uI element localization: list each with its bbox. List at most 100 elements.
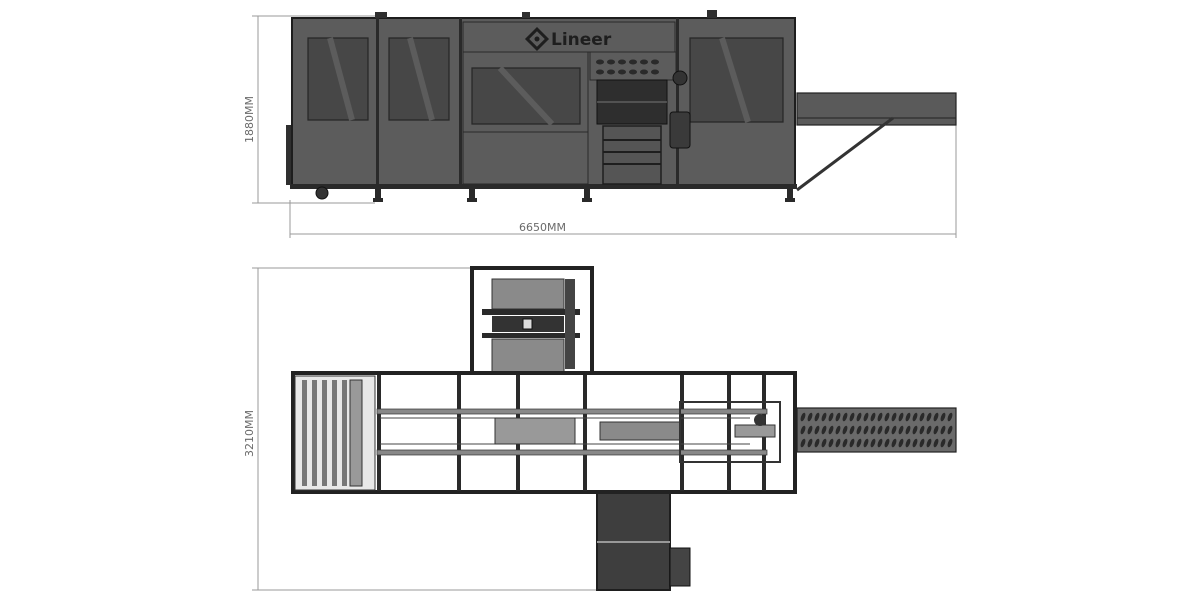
perforation-hole (849, 438, 855, 448)
frame-crossbar (583, 375, 587, 491)
frame-crossbar (457, 375, 461, 491)
roller-slot (640, 59, 648, 65)
perforation-hole (884, 438, 890, 448)
perforation-hole (870, 412, 876, 422)
perforation-hole (856, 425, 862, 435)
perforation-hole (919, 412, 925, 422)
foot-pad (582, 198, 592, 202)
perforation-hole (814, 425, 820, 435)
perforation-hole (947, 425, 953, 435)
perforation-hole (842, 438, 848, 448)
brand-logo-text: Lineer (551, 30, 612, 50)
perforation-hole (870, 425, 876, 435)
frame-crossbar (377, 375, 381, 491)
perforation-hole (912, 438, 918, 448)
perforation-hole (940, 412, 946, 422)
perforation-hole (814, 438, 820, 448)
length-dimension (289, 125, 957, 238)
perforation-hole (877, 412, 883, 422)
side-guide (349, 379, 363, 487)
perforation-hole (828, 412, 834, 422)
perforation-hole (947, 412, 953, 422)
perforation-hole (828, 438, 834, 448)
height-dimension (252, 15, 380, 204)
roller-slot (629, 69, 637, 75)
perforation-hole (807, 412, 813, 422)
perforation-hole (905, 412, 911, 422)
outfeed-conveyor (796, 92, 957, 192)
roller-slot (596, 69, 604, 75)
perforation-hole (891, 412, 897, 422)
perforation-hole (835, 425, 841, 435)
foot-post (584, 188, 590, 198)
perforation-hole (919, 425, 925, 435)
infeed-roller (342, 380, 347, 486)
perforation-hole (905, 425, 911, 435)
perforation-hole (842, 412, 848, 422)
length-dimension-label: 6650MM (519, 221, 566, 234)
roller-slot (596, 59, 604, 65)
perforation-hole (898, 438, 904, 448)
perforation-hole (800, 425, 806, 435)
roller-slot (651, 59, 659, 65)
perforation-hole (870, 438, 876, 448)
perforation-hole (926, 412, 932, 422)
roller-slot (607, 69, 615, 75)
perforation-hole (933, 412, 939, 422)
caster-wheel (315, 186, 329, 200)
perforation-hole (828, 425, 834, 435)
perforation-hole (926, 438, 932, 448)
perforation-hole (842, 425, 848, 435)
roller-slot (629, 59, 637, 65)
perforation-hole (835, 438, 841, 448)
perforation-hole (821, 425, 827, 435)
perforation-hole (807, 438, 813, 448)
roller-slot (651, 69, 659, 75)
perforation-hole (849, 425, 855, 435)
frame-crossbar (680, 375, 684, 491)
perforation-hole (863, 425, 869, 435)
infeed-roller (302, 380, 307, 486)
perforation-hole (849, 412, 855, 422)
perforation-hole (947, 438, 953, 448)
frame-crossbar (727, 375, 731, 491)
perforation-hole (877, 425, 883, 435)
perforation-hole (800, 438, 806, 448)
perforation-hole (940, 438, 946, 448)
roller-slot (607, 59, 615, 65)
perforation-hole (926, 425, 932, 435)
perforation-hole (898, 425, 904, 435)
perforation-hole (821, 438, 827, 448)
width-dimension-label: 3210MM (243, 410, 256, 457)
perforation-hole (884, 412, 890, 422)
roller-slot (618, 69, 626, 75)
perforated-outfeed-conveyor (796, 407, 957, 453)
logo-diamond-icon (524, 26, 550, 52)
height-dimension-label: 1880MM (243, 96, 256, 143)
perforation-hole (856, 438, 862, 448)
infeed-roller (312, 380, 317, 486)
perforation-hole (877, 438, 883, 448)
perforation-hole (905, 438, 911, 448)
foot-pad (373, 198, 383, 202)
main-frame (291, 371, 797, 494)
perforation-hole (800, 412, 806, 422)
perforation-hole (856, 412, 862, 422)
machine-feet (373, 188, 795, 202)
perforation-hole (891, 425, 897, 435)
perforation-hole (912, 425, 918, 435)
roller-unit (589, 51, 691, 185)
infeed-roller (332, 380, 337, 486)
brand-logo: Lineer (462, 21, 676, 53)
perforation-hole (821, 412, 827, 422)
perforation-hole (891, 438, 897, 448)
perforation-hole (863, 438, 869, 448)
top-view: 3210MM (243, 266, 957, 591)
perforation-hole (912, 412, 918, 422)
upper-tower (470, 266, 594, 376)
perforation-hole (863, 412, 869, 422)
perforation-hole (814, 412, 820, 422)
perforation-hole (919, 438, 925, 448)
roller-slot (640, 69, 648, 75)
